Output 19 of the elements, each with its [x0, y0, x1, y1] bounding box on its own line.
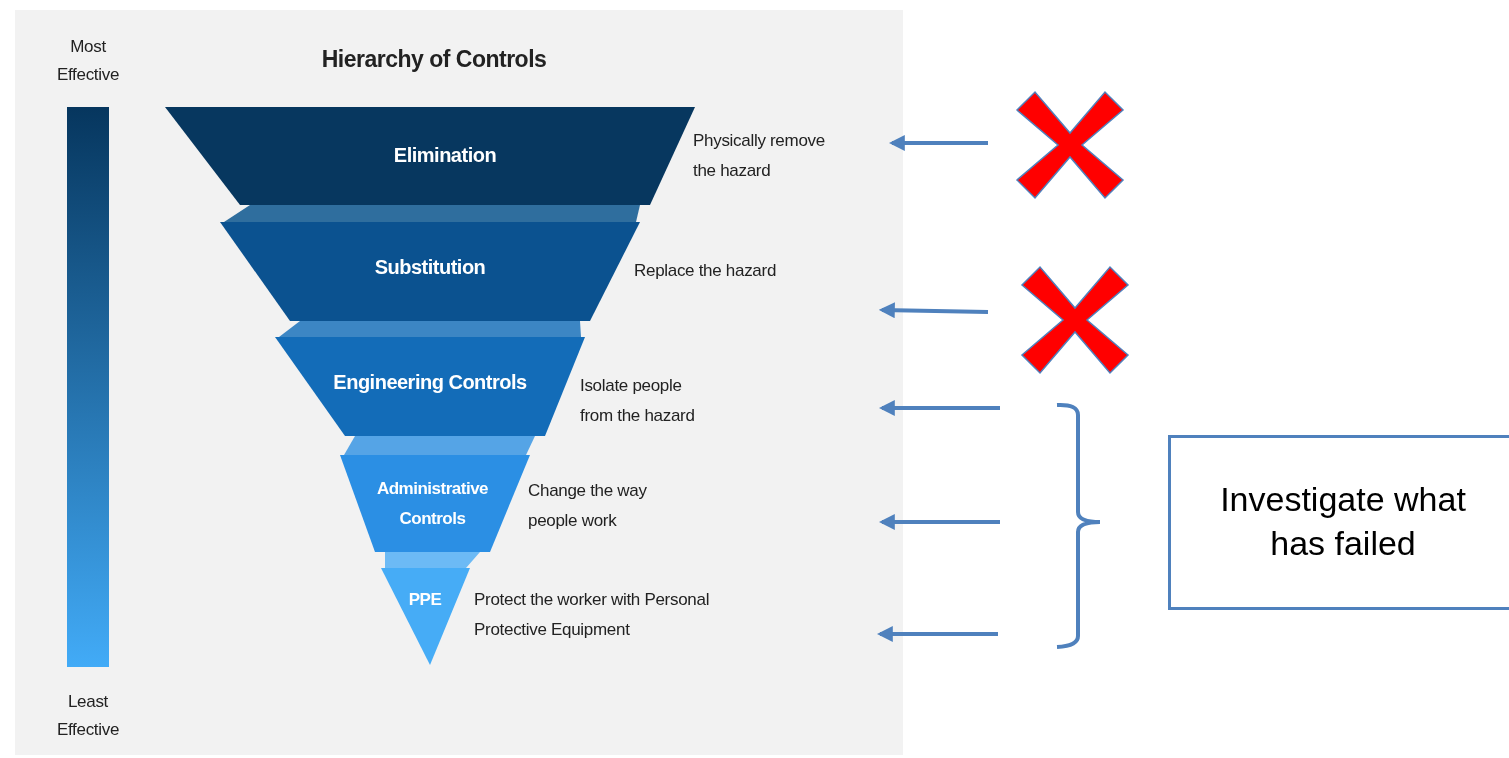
control-description: Isolate people from the hazard: [580, 375, 696, 427]
control-trapezoid: [340, 455, 530, 552]
control-description: Change the way people work: [528, 480, 648, 532]
title: Hierarchy of Controls: [320, 46, 548, 73]
control-name: Substitution: [373, 255, 487, 280]
control-description: Replace the hazard: [634, 260, 778, 282]
effectiveness-gradient-bar: [67, 107, 109, 667]
control-name: PPE: [407, 589, 443, 611]
note-box: [1168, 435, 1509, 610]
control-trapezoid: [165, 107, 695, 205]
control-triangle: [381, 568, 470, 665]
scale-label: Most Effective: [55, 36, 121, 86]
control-name: Administrative Controls: [375, 478, 490, 530]
note-text: Investigate what has failed: [1219, 479, 1467, 564]
control-name: Elimination: [392, 143, 498, 168]
scale-label: Least Effective: [55, 691, 121, 741]
control-name: Engineering Controls: [332, 370, 528, 395]
control-description: Physically remove the hazard: [693, 130, 826, 182]
control-description: Protect the worker with Personal Protective Equipment: [474, 589, 711, 641]
